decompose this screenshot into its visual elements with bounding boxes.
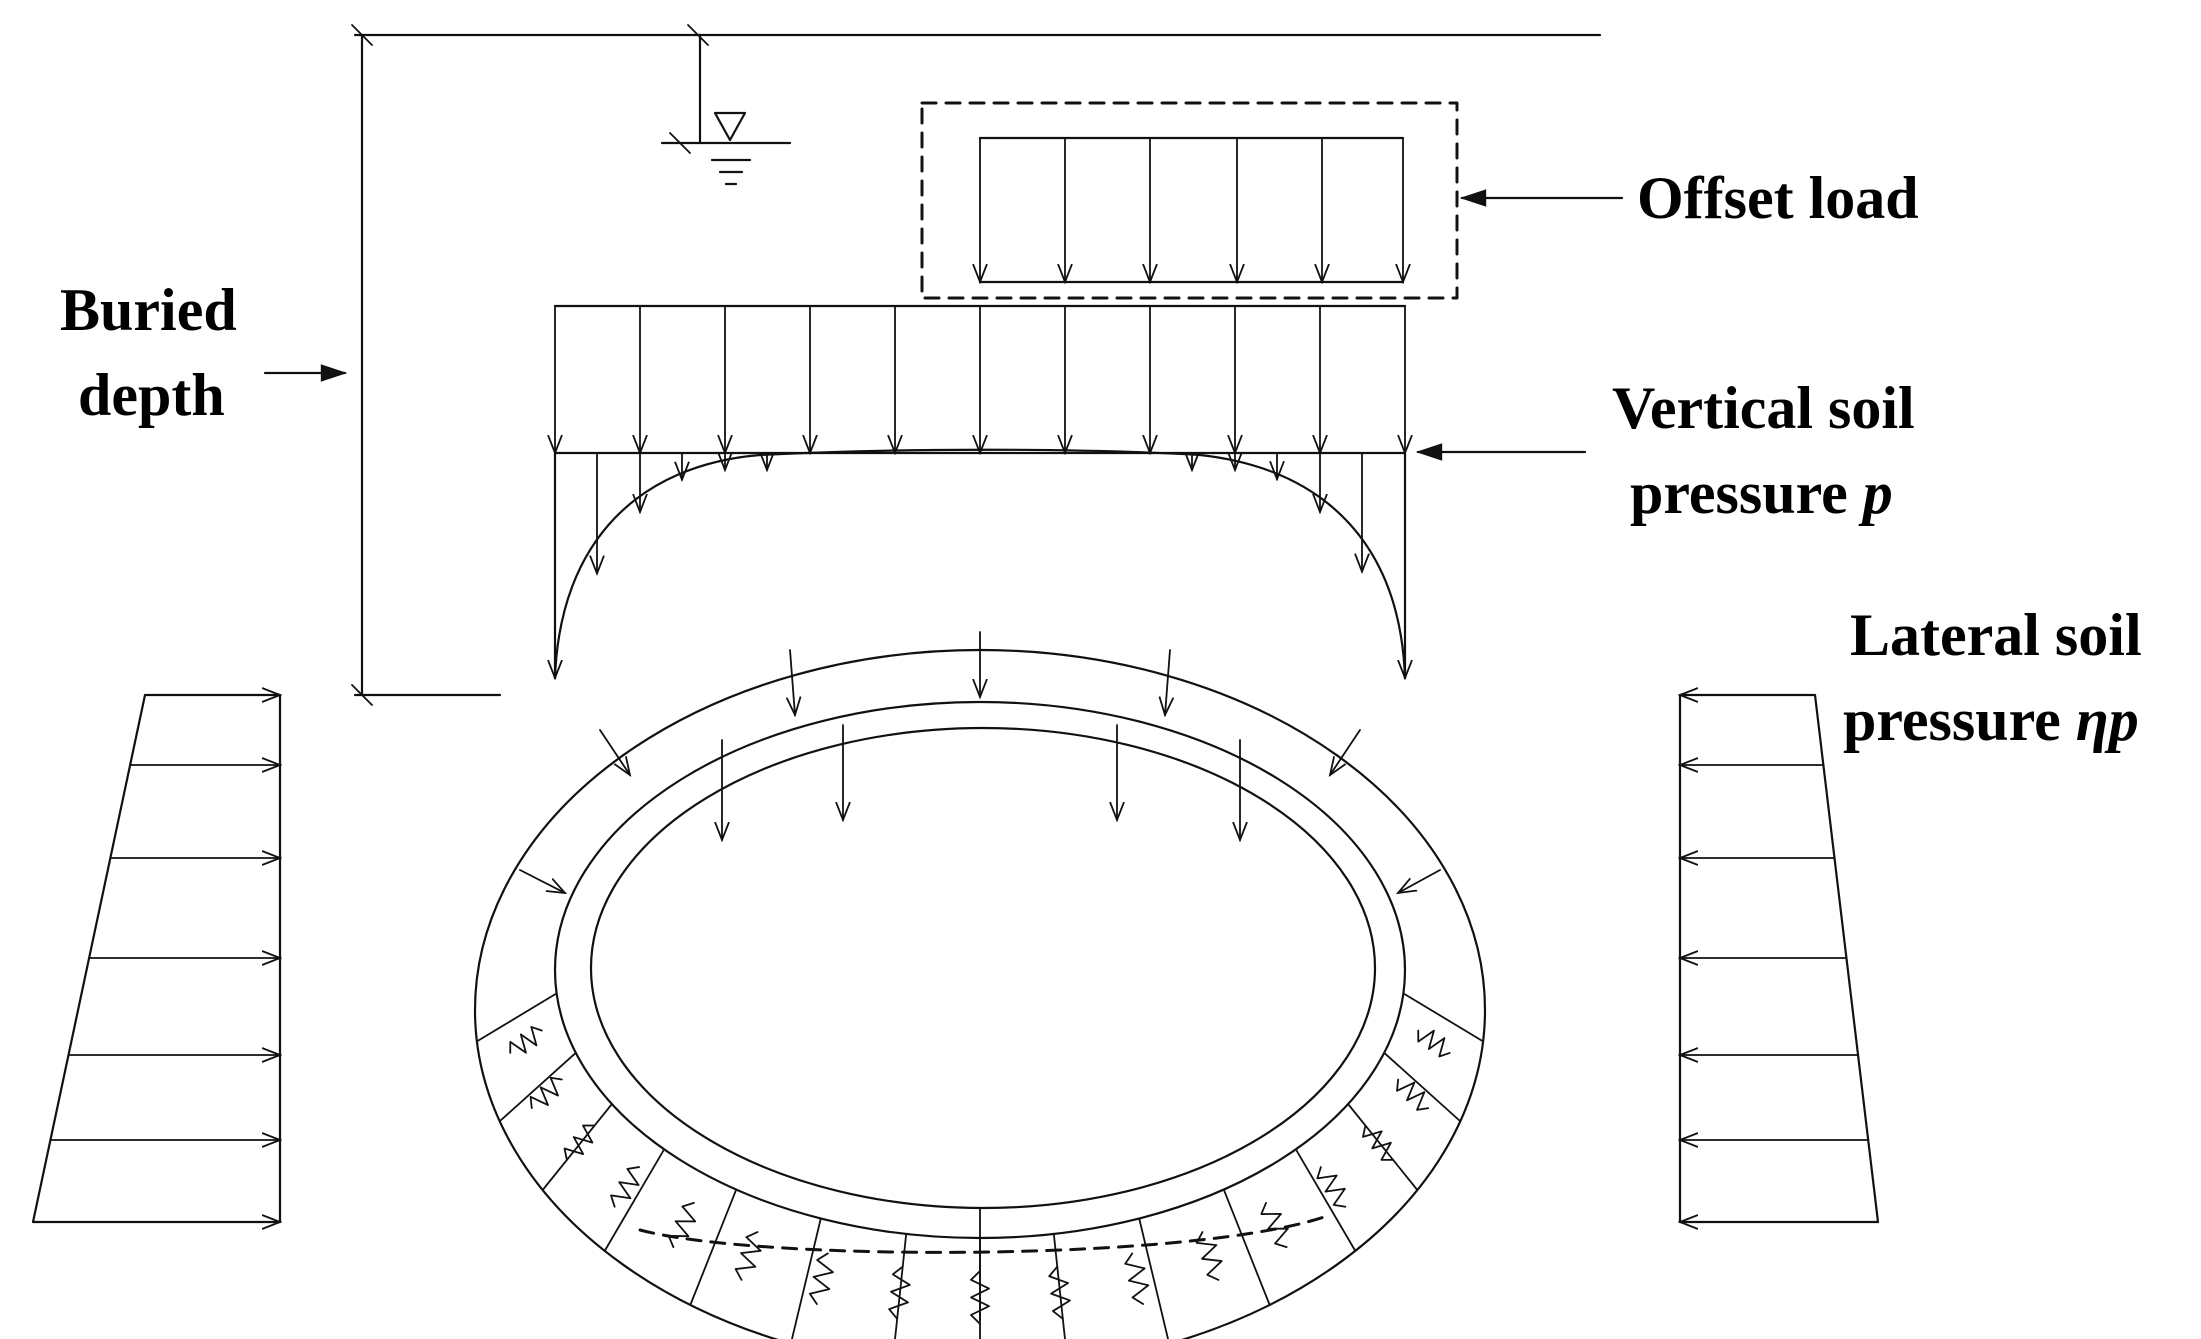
soil-spring	[529, 1076, 563, 1110]
ring-pressure-arrow	[599, 729, 630, 775]
label-offset-load: Offset load	[1637, 165, 1919, 231]
lining-segment-joint	[1138, 1217, 1169, 1339]
soil-spring	[734, 1231, 762, 1281]
label-buried-depth: Buried depth	[60, 277, 348, 428]
lining-segment-joint	[498, 1051, 577, 1123]
lateral-pressure-left	[31, 695, 280, 1222]
soil-spring	[563, 1124, 596, 1161]
tunnel-section	[474, 631, 1486, 1339]
label-lateral-pressure-group: Lateral soil pressure ηp	[1843, 602, 2142, 753]
offset-load	[920, 101, 1459, 300]
lining-segment-joint	[541, 1103, 613, 1191]
soil-spring	[610, 1166, 641, 1208]
lining-segment-joint	[1402, 992, 1484, 1043]
soil-spring	[1417, 1029, 1451, 1058]
lining-segment-joint	[476, 992, 558, 1043]
soil-spring	[509, 1026, 543, 1054]
ring-pressure-arrow	[790, 649, 795, 715]
lateral-pressure-right	[1680, 695, 1880, 1222]
lining-segment-joint	[894, 1233, 908, 1339]
label-vertical-pressure-group: Vertical soil pressure p	[1415, 375, 1915, 526]
soil-spring	[1362, 1124, 1394, 1161]
soil-spring	[1048, 1265, 1071, 1320]
lining-segment-joint	[1383, 1051, 1462, 1123]
ring-pressure-arrow	[1330, 729, 1361, 775]
soil-spring	[808, 1252, 834, 1305]
lining-segment-joint	[689, 1188, 738, 1306]
ground-surface	[351, 24, 1602, 706]
soil-spring	[1396, 1078, 1430, 1111]
soil-spring	[1195, 1231, 1223, 1281]
label-depth: depth	[78, 362, 225, 428]
vertical-soil-pressure	[555, 304, 1405, 678]
soil-spring	[1316, 1166, 1347, 1208]
ring-pressure-arrow	[519, 869, 565, 893]
lining-segment-joint	[1347, 1103, 1419, 1191]
label-lateral-2: pressure ηp	[1843, 687, 2139, 753]
label-vertical-1: Vertical soil	[1612, 375, 1915, 441]
label-offset-load-group: Offset load	[1459, 165, 1919, 231]
lining-segment-joint	[1222, 1188, 1271, 1306]
soil-spring	[1260, 1202, 1289, 1249]
soil-spring	[888, 1265, 911, 1320]
soil-spring	[970, 1270, 990, 1325]
label-lateral-1: Lateral soil	[1850, 602, 2142, 668]
ring-pressure-arrow	[1398, 869, 1441, 893]
lining-segment-joint	[791, 1217, 822, 1339]
label-buried: Buried	[60, 277, 237, 343]
water-table-symbol	[660, 24, 792, 186]
soil-spring	[1124, 1252, 1150, 1305]
lining-segment-joint	[603, 1148, 666, 1252]
ring-pressure-arrow	[1165, 649, 1170, 715]
label-vertical-2: pressure p	[1630, 460, 1893, 526]
lining-segment-joint	[1052, 1233, 1066, 1339]
lining-segment-joint	[1294, 1148, 1357, 1252]
